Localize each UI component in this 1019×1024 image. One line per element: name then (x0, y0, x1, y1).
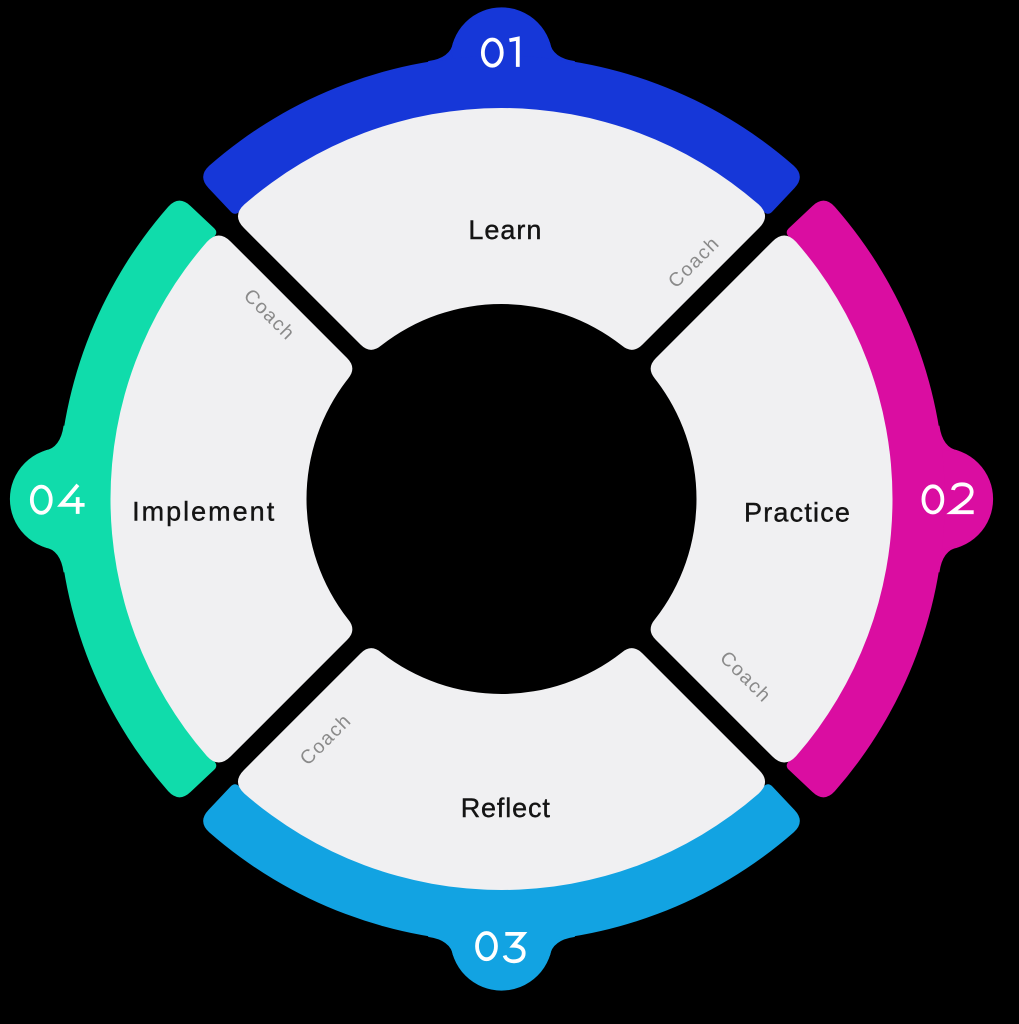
svg-text:Reflect: Reflect (461, 793, 551, 823)
svg-text:Practice: Practice (744, 497, 851, 527)
svg-text:Learn: Learn (468, 215, 542, 245)
svg-text:Implement: Implement (132, 497, 276, 527)
